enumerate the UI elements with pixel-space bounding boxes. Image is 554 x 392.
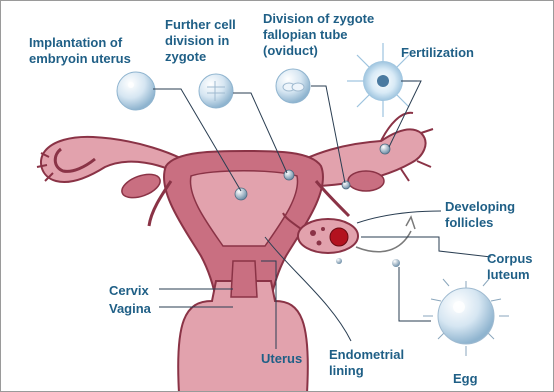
label-endometrial-lining: Endometrial lining bbox=[329, 347, 404, 379]
label-cervix: Cervix bbox=[109, 283, 149, 299]
label-implantation: Implantation of embryoin uterus bbox=[29, 35, 131, 67]
label-developing-follicles: Developing follicles bbox=[445, 199, 515, 231]
label-fertilization: Fertilization bbox=[401, 45, 474, 61]
cycle-arrow bbox=[356, 231, 411, 252]
label-egg: Egg bbox=[453, 371, 478, 387]
cell-sphere-icon bbox=[276, 69, 310, 103]
cell-sphere-icon bbox=[117, 72, 155, 110]
cell-sphere-icon bbox=[199, 74, 233, 108]
left-ovary bbox=[119, 170, 163, 202]
label-zygote-division: Division of zygote fallopian tube (ovidu… bbox=[263, 11, 374, 59]
egg-cell-icon bbox=[423, 279, 509, 356]
label-vagina: Vagina bbox=[109, 301, 151, 317]
right-ovary bbox=[348, 171, 384, 191]
label-further-division: Further cell division in zygote bbox=[165, 17, 236, 65]
label-uterus: Uterus bbox=[261, 351, 302, 367]
label-corpus-luteum: Corpus luteum bbox=[487, 251, 533, 283]
